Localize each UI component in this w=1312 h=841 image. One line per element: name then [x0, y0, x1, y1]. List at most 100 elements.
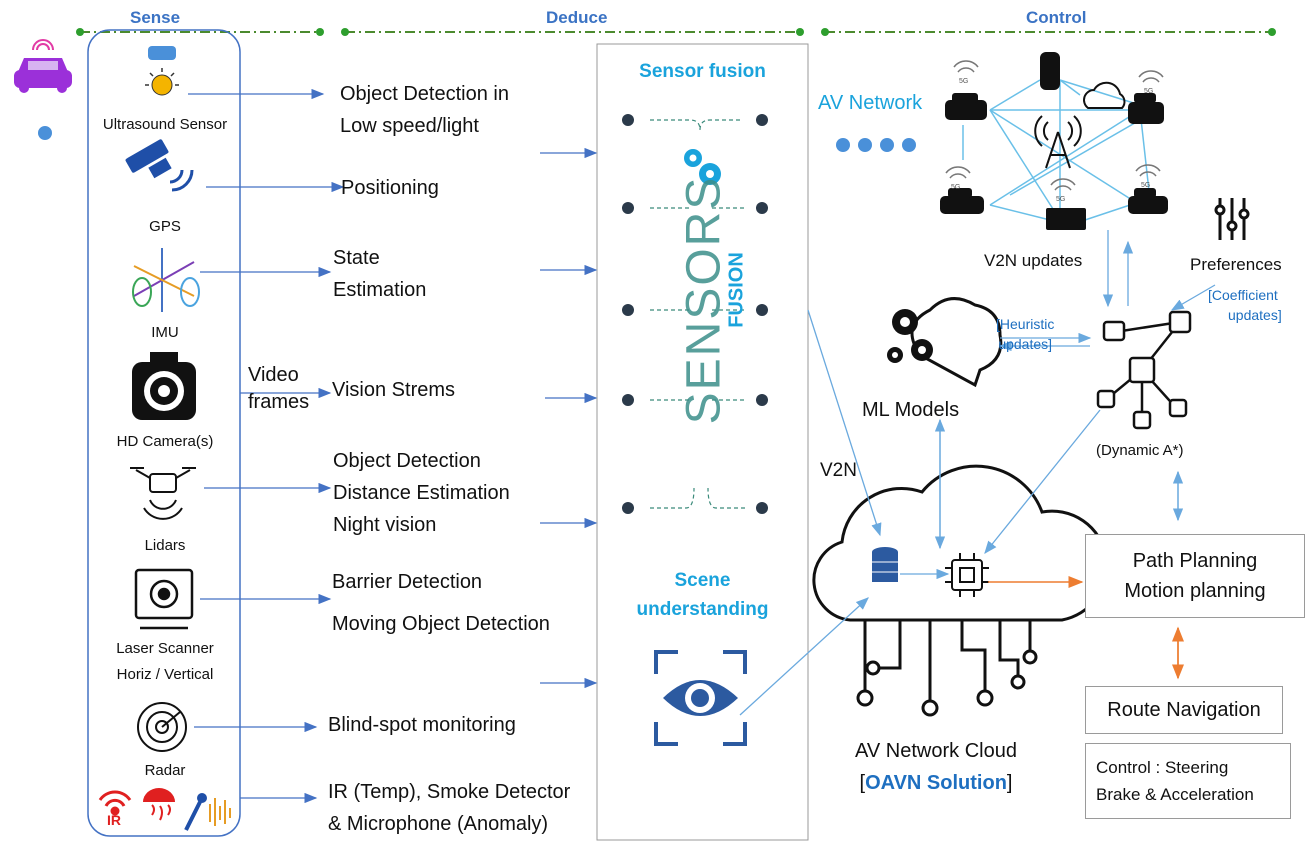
ml-models-label: ML Models — [862, 399, 960, 421]
func-line: IR (Temp), Smoke Detector — [328, 781, 571, 803]
func-line: & Microphone (Anomaly) — [328, 813, 549, 835]
scene-eye-icon — [654, 650, 747, 746]
preferences-label: Preferences — [1190, 255, 1282, 274]
cloud-small-icon — [1083, 81, 1126, 109]
cell-tower-icon — [1034, 115, 1082, 169]
path-planning-label: Path Planning — [1132, 550, 1258, 572]
sensor-label-imu: IMU — [151, 324, 179, 341]
dash-camera-icon — [132, 352, 196, 420]
sensor-label-radar: Radar — [144, 762, 186, 779]
dynamic-a-star-label: (Dynamic A*) — [1096, 442, 1184, 459]
func-line: Night vision — [333, 514, 437, 536]
scene-line1: Scene — [674, 570, 731, 591]
v2n-updates-label: V2N updates — [984, 251, 1083, 270]
path-planning-box: Path Planning Motion planning — [1085, 534, 1305, 618]
header-control: Control — [1026, 8, 1087, 27]
func-object-distance-night: Object Detection Distance Estimation Nig… — [333, 445, 510, 541]
smoke-detector-icon — [143, 788, 175, 821]
func-vision-streams: Vision Strems — [332, 379, 456, 401]
header-deduce: Deduce — [546, 8, 608, 27]
coefficient-updates-label: [Coefficient updates] — [1208, 285, 1282, 325]
fusion-links — [650, 119, 745, 509]
av-network-cloud-label: AV Network Cloud [OAVN Solution] — [836, 735, 1036, 799]
database-icon — [872, 547, 898, 582]
gears-icon — [684, 149, 721, 185]
func-line: Estimation — [333, 279, 427, 301]
sensor-label-ultrasound: Ultrasound Sensor — [102, 116, 228, 133]
av-network-dots — [836, 138, 916, 152]
label-5g: 5G — [959, 78, 969, 85]
fusion-sensor-icons — [622, 114, 768, 514]
sensor-fusion-title: Sensor fusion — [639, 61, 766, 82]
control-steering-label: Control : Steering — [1096, 758, 1229, 777]
func-line: Distance Estimation — [333, 482, 510, 504]
av-network-mesh — [962, 79, 1151, 221]
func-barrier-moving: Barrier Detection Moving Object Detectio… — [332, 561, 550, 645]
video-frames-label: Video frames — [248, 362, 309, 416]
bullet-dot — [38, 126, 52, 140]
preferences-icon — [1214, 198, 1250, 240]
route-navigation-box: Route Navigation — [1085, 686, 1283, 734]
oavn-solution-text: OAVN Solution — [865, 772, 1007, 794]
func-line: Object Detection in — [340, 83, 509, 105]
sensor-label-laser-scanner-axis: Horiz / Vertical — [116, 666, 214, 683]
ir-wifi-icon — [98, 790, 132, 816]
coeff-line2: updates] — [1228, 307, 1282, 323]
chip-icon — [945, 553, 989, 597]
fusion-vertical-text: FUSION — [725, 252, 748, 328]
ultrasound-sensor-icon — [145, 46, 179, 96]
func-line: Barrier Detection — [332, 571, 483, 593]
cars-icons — [940, 52, 1168, 230]
ir-label: IR — [107, 812, 121, 828]
sensor-label-lidars: Lidars — [144, 537, 186, 554]
graph-icon — [1096, 310, 1192, 430]
motion-planning-label: Motion planning — [1124, 580, 1266, 602]
coeff-line1: [Coefficient — [1208, 287, 1278, 303]
control-arrows — [739, 230, 1216, 716]
header-sense: Sense — [130, 8, 181, 27]
header-divider — [76, 28, 1276, 36]
video-frames-line1: Video — [248, 364, 299, 386]
oavn-solution-line: [OAVN Solution] — [836, 767, 1036, 799]
microphone-icon — [184, 793, 231, 831]
sensors-vertical-text: SENSORS — [677, 175, 731, 425]
sense-arrows — [188, 88, 345, 804]
sensor-label-gps: GPS — [149, 218, 181, 235]
imu-icon — [132, 248, 200, 312]
func-line: Moving Object Detection — [332, 613, 550, 635]
scene-understanding-title: Scene understanding — [597, 566, 808, 624]
label-5g: 5G — [1056, 196, 1066, 203]
func-blind-spot: Blind-spot monitoring — [328, 714, 516, 736]
signal-5g-icons — [945, 60, 1164, 191]
func-line: State — [333, 247, 380, 269]
heur-line1: [Heuristic — [996, 316, 1055, 332]
video-frames-line2: frames — [248, 391, 310, 413]
autonomous-car-icon — [14, 39, 72, 93]
ml-brain-icon — [887, 297, 1003, 388]
orange-arrows — [988, 576, 1184, 680]
sensor-label-laser-scanner: Laser Scanner — [116, 640, 214, 657]
av-network-label: AV Network — [818, 92, 923, 114]
deduce-panel — [596, 43, 809, 841]
cloud-title: AV Network Cloud — [855, 740, 1017, 762]
heur-line2: updates] — [998, 336, 1053, 352]
func-line: Low speed/light — [340, 115, 479, 137]
sense-panel — [87, 29, 241, 837]
bracket-close: ] — [1006, 772, 1013, 794]
lidar-drone-icon — [130, 467, 196, 520]
control-steering-box: Control : Steering Brake & Acceleration — [1085, 743, 1291, 819]
gps-satellite-icon — [125, 139, 194, 192]
deduce-arrows — [540, 147, 598, 689]
circuit-lines — [856, 620, 1038, 717]
brake-acceleration-label: Brake & Acceleration — [1096, 785, 1254, 804]
scene-line2: understanding — [636, 599, 769, 620]
func-positioning: Positioning — [341, 177, 439, 199]
func-line: Object Detection — [333, 450, 481, 472]
v2n-label: V2N — [820, 460, 857, 481]
sensor-label-hd-camera: HD Camera(s) — [116, 433, 214, 450]
bracket-open: [ — [859, 772, 866, 794]
label-5g: 5G — [1144, 88, 1154, 95]
radar-icon — [137, 702, 187, 752]
label-5g: 5G — [951, 184, 961, 191]
